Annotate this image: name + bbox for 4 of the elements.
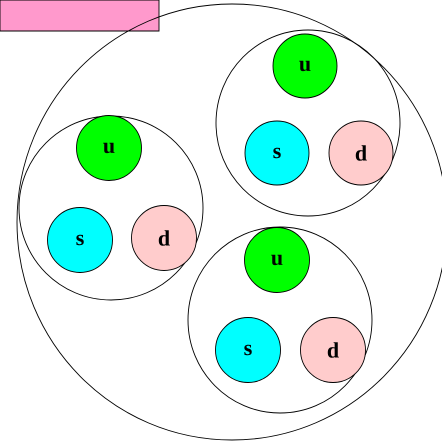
group-circle [216,30,400,216]
label-box [0,0,160,32]
group-circle [188,226,372,414]
group-circle [18,116,204,300]
